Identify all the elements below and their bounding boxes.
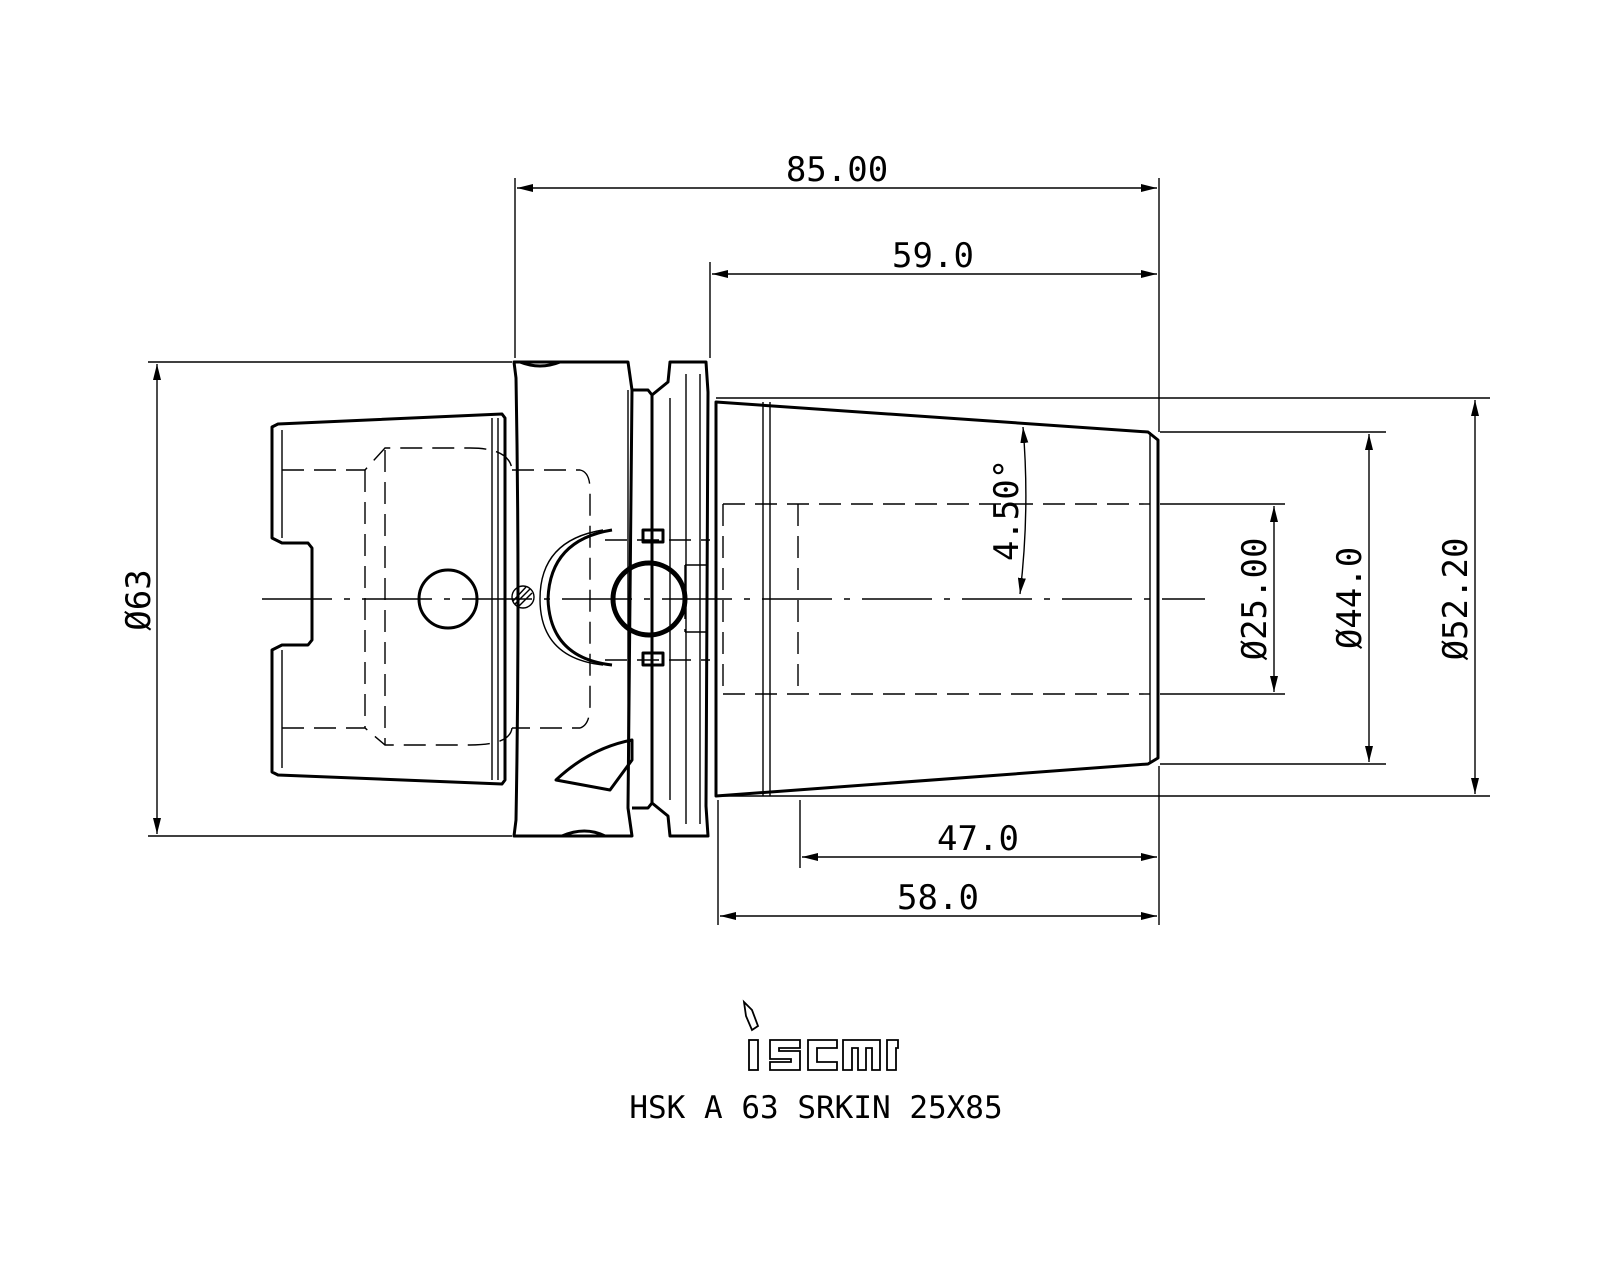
dim-flange-diameter: Ø63 <box>119 569 159 630</box>
iscar-logo <box>742 999 899 1071</box>
dim-taper-length: 47.0 <box>937 819 1019 859</box>
dim-front-diameter: Ø44.0 <box>1330 547 1370 649</box>
dim-body-length: 58.0 <box>897 878 979 918</box>
dim-taper-angle: 4.50° <box>987 459 1027 561</box>
dim-gauge-to-end: 59.0 <box>892 236 974 276</box>
dim-bore-diameter: Ø25.00 <box>1235 538 1275 661</box>
part-name: HSK A 63 SRKIN 25X85 <box>629 1090 1002 1126</box>
dimensions: 85.00 59.0 47.0 58.0 Ø63 Ø25.00 Ø44.0 Ø5… <box>119 150 1490 925</box>
dim-rear-diameter: Ø52.20 <box>1436 538 1476 661</box>
dim-overall-length: 85.00 <box>786 150 888 190</box>
